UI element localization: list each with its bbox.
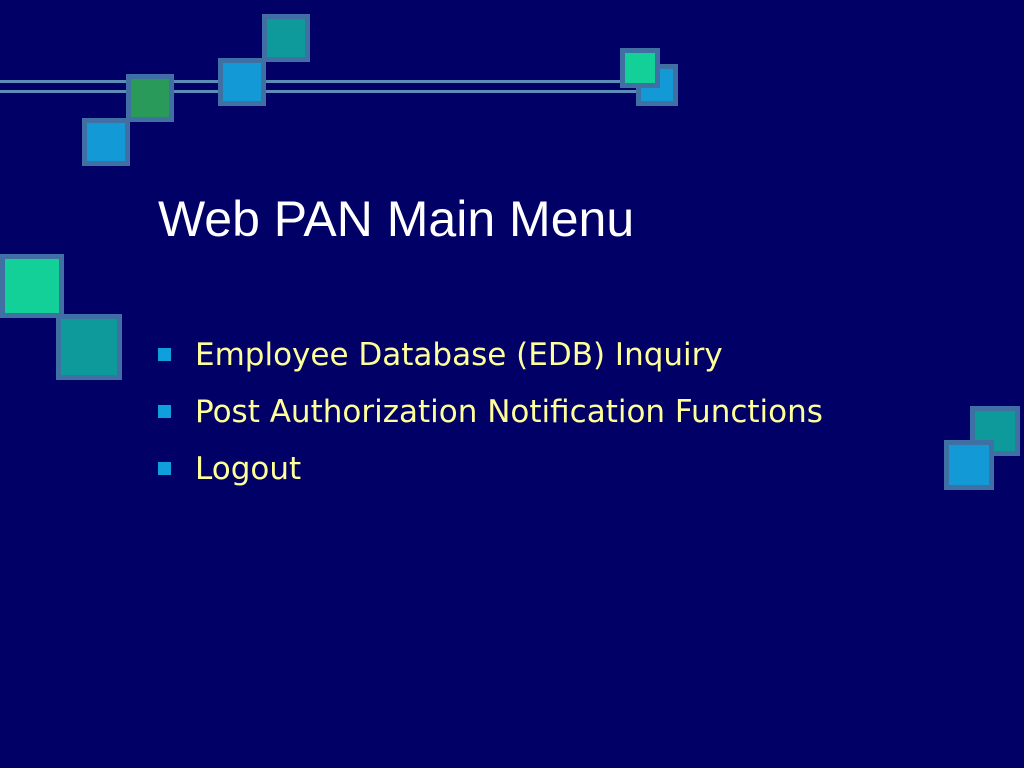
decorative-square xyxy=(944,440,994,490)
square-bullet-icon xyxy=(158,462,171,475)
main-menu: Employee Database (EDB) Inquiry Post Aut… xyxy=(158,326,823,497)
page-title: Web PAN Main Menu xyxy=(158,191,635,247)
square-bullet-icon xyxy=(158,348,171,361)
menu-item-label[interactable]: Logout xyxy=(195,450,302,487)
decorative-square xyxy=(262,14,310,62)
menu-item-edb-inquiry[interactable]: Employee Database (EDB) Inquiry xyxy=(158,326,823,383)
decorative-line-top xyxy=(0,80,660,83)
menu-item-post-authorization[interactable]: Post Authorization Notification Function… xyxy=(158,383,823,440)
decorative-square xyxy=(0,254,64,318)
decorative-square xyxy=(56,314,122,380)
decorative-square xyxy=(620,48,660,88)
menu-item-logout[interactable]: Logout xyxy=(158,440,823,497)
decorative-square xyxy=(218,58,266,106)
decorative-line-bottom xyxy=(0,90,660,93)
decorative-square xyxy=(82,118,130,166)
menu-item-label[interactable]: Post Authorization Notification Function… xyxy=(195,393,823,430)
square-bullet-icon xyxy=(158,405,171,418)
decorative-square xyxy=(126,74,174,122)
menu-item-label[interactable]: Employee Database (EDB) Inquiry xyxy=(195,336,723,373)
